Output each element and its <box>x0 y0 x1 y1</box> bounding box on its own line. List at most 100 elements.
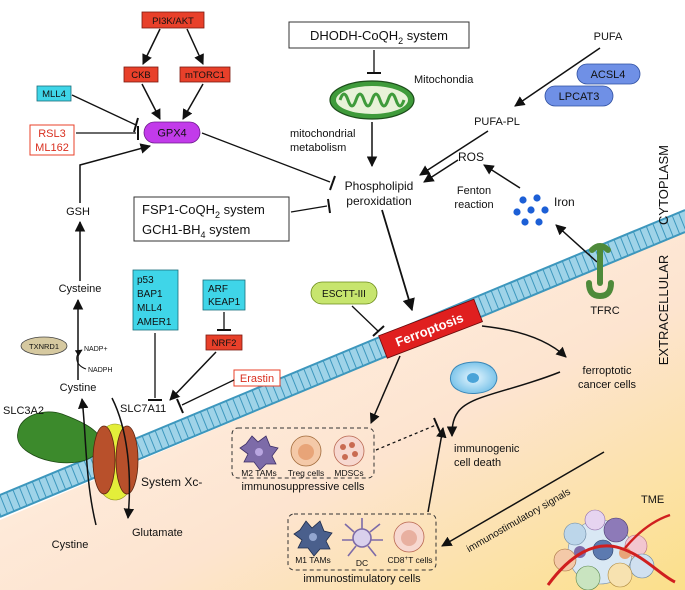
treg-label: Treg cells <box>288 468 325 478</box>
inhibit-suppressive-immunogenic <box>375 424 437 451</box>
ckb-box <box>123 66 159 83</box>
phospholipid-label-2: peroxidation <box>346 194 411 208</box>
gpx4-label: GPX4 <box>157 128 186 140</box>
rsl3-label: RSL3 <box>38 128 66 140</box>
lpcat3-label: LPCAT3 <box>559 91 600 103</box>
arrow-nrf2-slc7a11 <box>169 351 217 401</box>
arrow-ferroptosis-cancer <box>481 325 567 358</box>
p53-group-box <box>132 269 179 331</box>
pi3k-akt-box <box>141 11 205 29</box>
nadph-label: NADPH <box>88 367 113 374</box>
cd8-t-cell-icon <box>393 521 425 553</box>
tme-label: TME <box>641 494 664 506</box>
erastin-box <box>233 369 281 387</box>
p53-label: p53 <box>137 275 154 286</box>
mito-metab-label-2: metabolism <box>290 142 346 154</box>
dhodh-label: DHODH-CoQH2 system <box>310 28 448 46</box>
arrow-gsh-gpx4 <box>79 143 152 203</box>
inhibit-mll4-gpx4 <box>71 94 137 126</box>
arrow-glutamate-export <box>111 397 135 520</box>
m2-tam-icon <box>239 435 279 471</box>
mtorc1-box <box>179 66 231 83</box>
arrow-ferroptosis-suppressive <box>369 355 401 424</box>
dhodh-box <box>288 21 470 49</box>
ckb-label: CKB <box>131 70 151 81</box>
cysteine-label: Cysteine <box>59 283 102 295</box>
inhibit-fsp1-phospholipid-bar <box>327 198 331 214</box>
fenton-label-1: Fenton <box>457 185 491 197</box>
slc7a11-right-lobe <box>115 425 139 495</box>
arrow-tfrc-iron <box>555 224 598 263</box>
gsh-label: GSH <box>66 206 90 218</box>
arrow-pufapl-phospholipid <box>419 130 489 176</box>
arrow-stimulatory-immunogenic <box>427 426 447 513</box>
bap1-label: BAP1 <box>137 289 163 300</box>
inhibit-erastin-slc7a11 <box>181 379 235 406</box>
tfrc-label: TFRC <box>590 305 619 317</box>
rsl3-ml162-box <box>29 124 75 156</box>
ferroptotic-label-2: cancer cells <box>578 379 637 391</box>
arf-group-box <box>202 279 246 311</box>
tme-cluster-icon <box>546 509 676 590</box>
fsp1-gch1-box <box>133 196 290 242</box>
erastin-label: Erastin <box>240 373 274 385</box>
arrow-cystine-import <box>78 397 97 526</box>
escrt-label: ESCTT-III <box>322 289 366 300</box>
inhibit-gpx4-phospholipid <box>201 132 331 183</box>
ferroptotic-label-1: ferroptotic <box>583 365 632 377</box>
pufa-label: PUFA <box>594 31 623 43</box>
mito-metab-label-1: mitochondrial <box>290 128 355 140</box>
m1-tam-label: M1 TAMs <box>295 555 331 565</box>
ferroptosis-node <box>378 298 484 359</box>
slc3a2-label: SLC3A2 <box>3 405 44 417</box>
pufa-pl-label: PUFA-PL <box>474 116 520 128</box>
stimulatory-box <box>287 513 437 571</box>
cystine-in-label: Cystine <box>60 382 97 394</box>
nrf2-box <box>205 334 243 351</box>
cd8-label: CD8+T cells <box>388 555 433 565</box>
amer1-label: AMER1 <box>137 317 172 328</box>
acsl4-pill <box>576 63 641 85</box>
arrow-iron-ros <box>483 164 521 189</box>
mll4-top-label: MLL4 <box>42 89 66 100</box>
mitochondria-icon <box>329 80 415 120</box>
suppressive-title: immunosuppressive cells <box>242 481 365 493</box>
keap1-label: KEAP1 <box>208 297 241 308</box>
cancer-cell-nucleus <box>467 373 479 383</box>
stimulatory-title: immunostimulatory cells <box>303 573 421 585</box>
escrt-pill <box>310 281 378 305</box>
inhibit-escrt-ferroptosis-bar <box>372 325 385 337</box>
iron-dots <box>513 194 549 226</box>
treg-cell-icon <box>290 435 322 467</box>
arrow-ckb-gpx4 <box>141 83 161 120</box>
iron-label: Iron <box>554 195 575 209</box>
cystine-out-label: Cystine <box>52 539 89 551</box>
arrow-tme-stimulatory <box>441 451 605 547</box>
m1-tam-icon <box>293 520 333 557</box>
mll4-top-box <box>36 85 72 102</box>
phospholipid-label-1: Phospholipid <box>345 179 414 193</box>
extracellular-region <box>0 230 685 590</box>
mdsc-icon <box>333 435 365 467</box>
ros-label: ROS <box>458 150 484 164</box>
immunogenic-label-1: immunogenic <box>454 443 520 455</box>
m2-tam-label: M2 TAMs <box>241 468 277 478</box>
nrf2-label: NRF2 <box>212 338 237 349</box>
txnrd1-label: TXNRD1 <box>29 342 59 351</box>
inhibit-escrt-ferroptosis <box>351 305 379 332</box>
inhibit-erastin-slc7a11-bar <box>176 398 184 414</box>
gpx4-node <box>143 121 201 144</box>
mtorc1-label: mTORC1 <box>185 70 225 81</box>
arrow-ros-phospholipid <box>423 159 459 183</box>
slc7a11-label: SLC7A11 <box>120 403 166 415</box>
cytoplasm-label: CYTOPLASM <box>656 145 671 225</box>
tfrc-receptor <box>586 243 614 300</box>
glutamate-label: Glutamate <box>132 527 183 539</box>
system-xc-label: System Xc- <box>141 475 202 489</box>
extracellular-label: EXTRACELLULAR <box>656 255 671 366</box>
dc-icon <box>342 518 383 557</box>
inhibit-mll4-gpx4-bar <box>133 117 139 133</box>
mdsc-label: MDSCs <box>334 468 363 478</box>
gch1-label: GCH1-BH4 system <box>142 222 250 240</box>
